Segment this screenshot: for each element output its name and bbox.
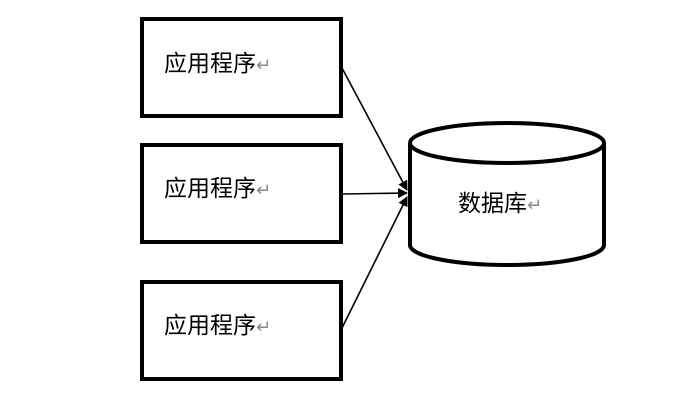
- svg-text:应用程序↵: 应用程序↵: [164, 51, 271, 77]
- app-node-3[interactable]: 应用程序↵: [140, 280, 343, 381]
- app-node-3-label: 应用程序: [164, 313, 256, 339]
- svg-text:应用程序↵: 应用程序↵: [164, 176, 271, 202]
- svg-text:应用程序↵: 应用程序↵: [164, 313, 271, 339]
- paragraph-mark-icon: ↵: [256, 55, 271, 76]
- database-node-label: 数据库: [458, 191, 527, 217]
- database-node[interactable]: 数据库↵: [408, 121, 606, 267]
- paragraph-mark-icon: ↵: [256, 180, 271, 201]
- svg-text:数据库↵: 数据库↵: [458, 191, 542, 217]
- edge-app1-to-db: [341, 67, 408, 191]
- app-node-1-label: 应用程序: [164, 51, 256, 77]
- app-node-2[interactable]: 应用程序↵: [140, 143, 343, 244]
- paragraph-mark-icon: ↵: [256, 317, 271, 338]
- paragraph-mark-icon: ↵: [527, 195, 542, 216]
- edge-app2-to-db: [341, 188, 408, 199]
- edge-app3-to-db: [341, 196, 408, 329]
- app-node-1[interactable]: 应用程序↵: [140, 17, 343, 118]
- app-node-2-label: 应用程序: [164, 176, 256, 202]
